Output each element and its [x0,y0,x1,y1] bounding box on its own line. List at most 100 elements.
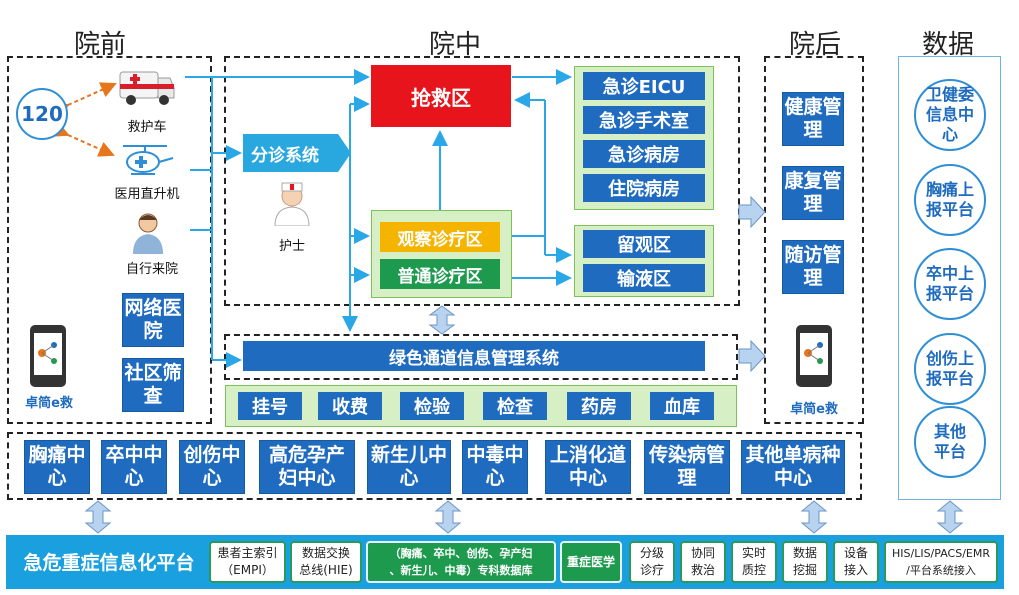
right-arrow-icon-2 [738,340,766,372]
platform-device-access[interactable]: 设备接入 [833,541,879,583]
emergency-ward-box[interactable]: 急诊病房 [583,140,705,168]
platform-qc-line1: 实时 [741,546,766,560]
other-platform-circle[interactable]: 其他平台 [914,406,986,478]
infusion-area-box[interactable]: 输液区 [583,264,705,292]
platform-specialty-line2: 、新生儿、中毒）专科数据库 [389,564,533,577]
post-hospital-title: 院后 [788,30,841,60]
platform-tiered-line1: 分级 [639,546,664,560]
platform-data-mining[interactable]: 数据挖掘 [782,541,828,583]
platform-system-access[interactable]: HIS/LIS/PACS/EMR/平台系统接入 [884,541,998,583]
service-pharmacy[interactable]: 药房 [567,392,631,420]
service-lab-test[interactable]: 检验 [400,392,464,420]
in-hospital-title: 院中 [428,30,481,60]
health-commission-label: 卫健委信息中心 [925,85,974,144]
chest-pain-platform-label: 胸痛上报平台 [925,180,974,219]
platform-device-line2: 接入 [843,563,868,577]
post-hospital-panel [764,56,864,424]
center-other-single-disease[interactable]: 其他单病种中心 [741,440,845,494]
in-hospital-panel [224,56,740,306]
platform-hie[interactable]: 数据交换总线(HIE) [290,541,362,583]
data-panel [898,56,1001,500]
center-neonatal[interactable]: 新生儿中心 [367,440,451,494]
health-commission-circle[interactable]: 卫健委信息中心 [914,79,986,151]
platform-realtime-qc[interactable]: 实时质控 [731,541,777,583]
stroke-platform-circle[interactable]: 卒中上报平台 [914,248,986,320]
phone-app-icon-post [796,325,832,387]
service-payment[interactable]: 收费 [318,392,382,420]
trauma-platform-label: 创伤上报平台 [925,349,974,388]
post-app-label: 卓简e救 [790,402,838,417]
green-channel-system-box[interactable]: 绿色通道信息管理系统 [243,341,705,371]
phone-app-icon [30,325,66,387]
updown-arrow-icon-3 [800,500,828,534]
center-high-risk-maternal[interactable]: 高危孕产妇中心 [259,440,355,494]
service-examination[interactable]: 检查 [483,392,547,420]
center-stroke[interactable]: 卒中中心 [101,440,167,494]
platform-critical-care[interactable]: 重症医学 [560,541,622,583]
triage-system-box[interactable]: 分诊系统 [243,134,351,172]
other-platform-label: 其他平台 [933,422,966,461]
center-trauma[interactable]: 创伤中心 [179,440,245,494]
observation-stay-box[interactable]: 留观区 [583,230,705,258]
platform-collab-treat[interactable]: 协同救治 [680,541,726,583]
platform-mining-line2: 挖掘 [792,563,817,577]
updown-arrow-icon-1 [84,500,112,534]
follow-up-management-box[interactable]: 随访管理 [782,240,844,294]
platform-hie-line2: 总线(HIE) [299,563,353,577]
platform-qc-line2: 质控 [741,563,766,577]
pre-hospital-title: 院前 [73,30,126,60]
helicopter-icon [123,145,174,175]
service-registration[interactable]: 挂号 [238,392,302,420]
platform-empi-line2: （EMPI） [221,563,274,577]
center-poisoning[interactable]: 中毒中心 [462,440,528,494]
rehab-management-box[interactable]: 康复管理 [782,166,844,220]
platform-specialty-db[interactable]: （胸痛、卒中、创伤、孕产妇、新生儿、中毒）专科数据库 [366,541,556,583]
platform-tiered-care[interactable]: 分级诊疗 [629,541,675,583]
centers-panel [7,432,862,500]
right-arrow-icon [738,196,766,228]
chest-pain-platform-circle[interactable]: 胸痛上报平台 [914,164,986,236]
platform-collab-line1: 协同 [690,546,715,560]
platform-system-line1: HIS/LIS/PACS/EMR [892,547,990,560]
ambulance-label: 救护车 [127,120,167,135]
pre-app-label: 卓简e救 [25,396,73,411]
ambulance-icon [119,71,175,105]
platform-system-line2: /平台系统接入 [906,564,976,577]
center-infectious-disease[interactable]: 传染病管理 [644,440,730,494]
stroke-platform-label: 卒中上报平台 [925,264,974,303]
platform-mining-line1: 数据 [792,546,817,560]
platform-specialty-line1: （胸痛、卒中、创伤、孕产妇 [389,547,533,560]
rescue-area-box[interactable]: 抢救区 [371,65,511,127]
updown-arrow-icon-4 [936,500,964,534]
platform-hie-line1: 数据交换 [301,546,350,560]
bidirectional-arrow-icon [428,305,456,335]
platform-tiered-line2: 诊疗 [639,563,664,577]
walk-in-label: 自行来院 [125,262,178,277]
platform-collab-line2: 救治 [690,563,715,577]
emergency-120-badge: 120 [16,88,68,140]
emergency-surgery-box[interactable]: 急诊手术室 [583,106,705,134]
general-treatment-box[interactable]: 普通诊疗区 [380,259,500,289]
platform-empi-line1: 患者主索引 [217,546,278,560]
network-hospital-box[interactable]: 网络医院 [122,293,184,347]
walk-in-person-icon [133,213,163,254]
helicopter-label: 医用直升机 [114,187,180,202]
nurse-icon [274,182,310,226]
inpatient-ward-box[interactable]: 住院病房 [583,174,705,202]
community-screening-box[interactable]: 社区筛查 [122,358,184,412]
trauma-platform-circle[interactable]: 创伤上报平台 [914,333,986,405]
service-blood-bank[interactable]: 血库 [650,392,714,420]
data-title: 数据 [921,30,974,60]
center-upper-gi[interactable]: 上消化道中心 [545,440,631,494]
eicu-box[interactable]: 急诊EICU [583,72,705,100]
observe-treatment-box[interactable]: 观察诊疗区 [380,222,500,252]
health-management-box[interactable]: 健康管理 [782,92,844,146]
nurse-label: 护士 [278,239,305,254]
platform-empi[interactable]: 患者主索引 （EMPI） [209,541,286,583]
center-chest-pain[interactable]: 胸痛中心 [24,440,90,494]
updown-arrow-icon-2 [434,500,462,534]
platform-device-line1: 设备 [843,546,868,560]
platform-title: 急危重症信息化平台 [23,552,195,574]
green-channel-panel [224,334,738,380]
